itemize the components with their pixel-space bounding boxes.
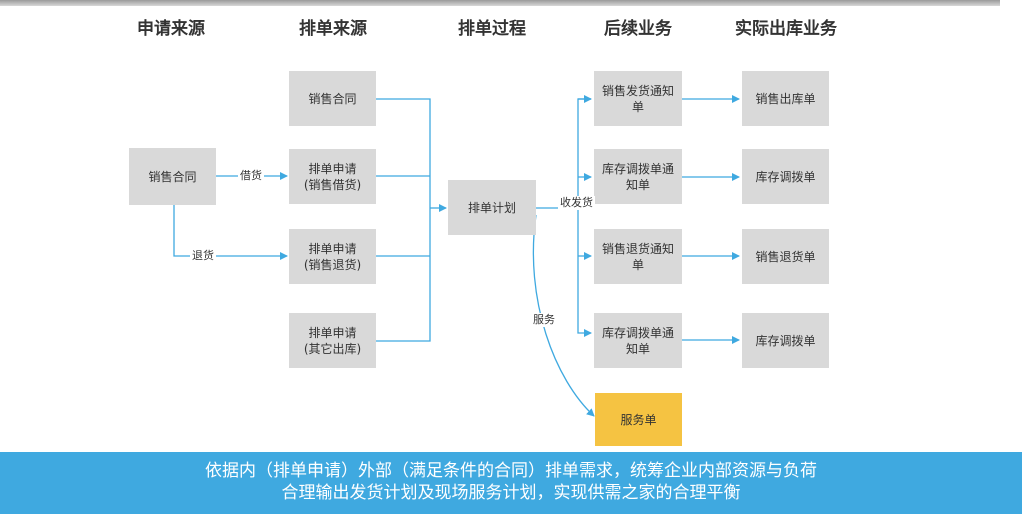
node-apply-contract: 销售合同	[129, 148, 216, 205]
node-sales-return-notice: 销售退货通知单	[594, 229, 682, 284]
top-bar	[0, 0, 1000, 6]
node-schedule-plan: 排单计划	[448, 180, 536, 235]
node-sales-outbound: 销售出库单	[742, 71, 829, 126]
edge-apply-to-return	[173, 205, 288, 260]
header-follow-up: 后续业务	[604, 19, 672, 39]
node-source-other: 排单申请 (其它出库)	[289, 313, 376, 368]
edge-label-return: 退货	[190, 249, 216, 263]
header-schedule-process: 排单过程	[458, 19, 526, 39]
edge-contract-to-bus	[376, 98, 431, 342]
node-source-return: 排单申请 (销售退货)	[289, 229, 376, 284]
node-service-order: 服务单	[595, 393, 682, 446]
header-actual-outbound: 实际出库业务	[735, 19, 837, 39]
edge-plan-to-service	[532, 214, 595, 417]
edge-label-borrow: 借货	[238, 169, 264, 183]
summary-line-2: 合理输出发货计划及现场服务计划，实现供需之家的合理平衡	[281, 483, 741, 503]
node-transfer-notice-1: 库存调拨单通知单	[594, 149, 682, 204]
node-sales-ship-notice: 销售发货通知单	[594, 71, 682, 126]
summary-line-1: 依据内（排单申请）外部（满足条件的合同）排单需求，统筹企业内部资源与负荷	[205, 461, 817, 481]
node-source-contract: 销售合同	[289, 71, 376, 126]
node-transfer-order-1: 库存调拨单	[742, 149, 829, 204]
node-transfer-order-2: 库存调拨单	[742, 313, 829, 368]
node-transfer-notice-2: 库存调拨单通知单	[594, 313, 682, 368]
node-sales-return-order: 销售退货单	[742, 229, 829, 284]
edge-plan-to-fanout	[536, 98, 591, 209]
header-apply-source: 申请来源	[137, 19, 205, 39]
node-source-borrow: 排单申请 (销售借货)	[289, 149, 376, 204]
header-schedule-source: 排单来源	[299, 19, 367, 39]
summary-banner: 依据内（排单申请）外部（满足条件的合同）排单需求，统筹企业内部资源与负荷 合理输…	[0, 452, 1022, 514]
edge-label-service: 服务	[531, 313, 557, 327]
edge-label-ship-receive: 收发货	[558, 196, 595, 210]
edge-fanout-bottom	[577, 208, 592, 337]
